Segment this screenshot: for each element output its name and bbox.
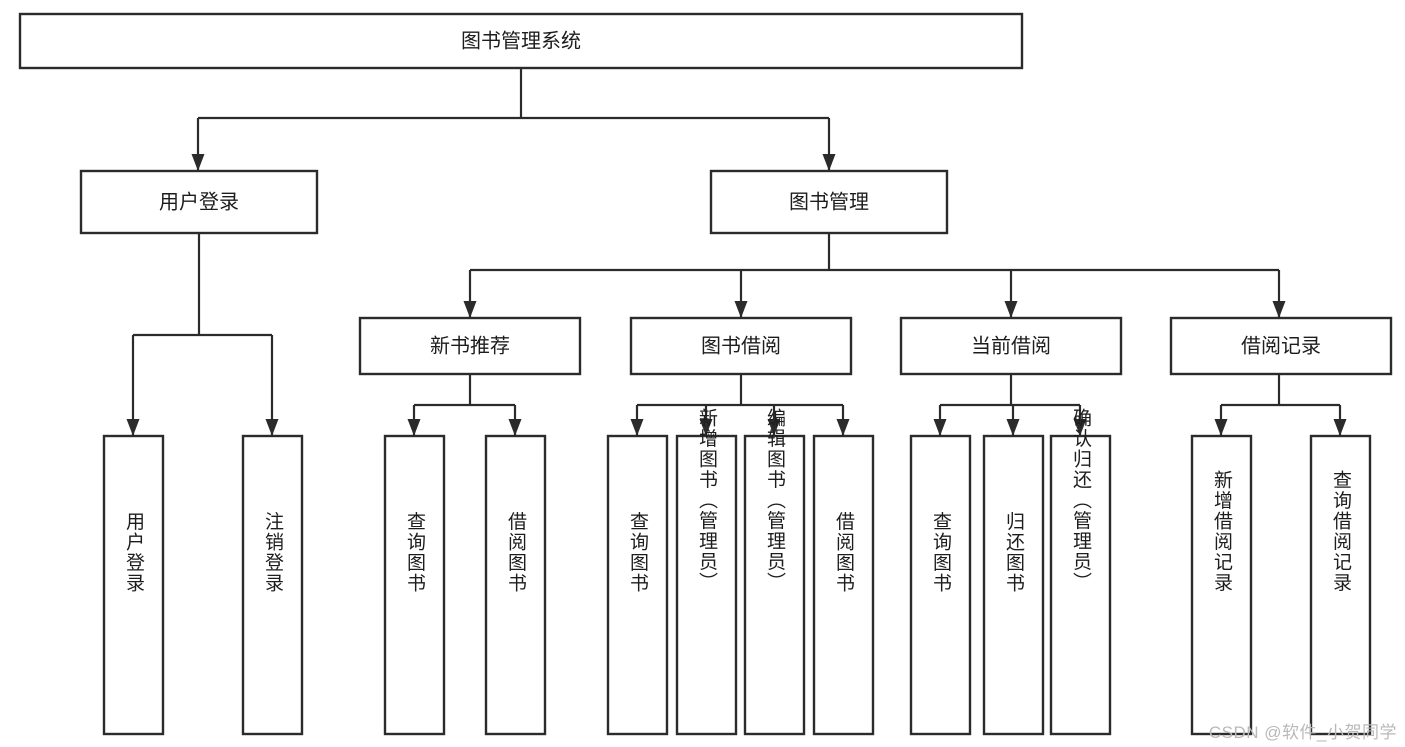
node-label: 借阅图书 — [833, 511, 855, 593]
node-label: 图书借阅 — [701, 334, 781, 357]
node-leaf-borrow-add[interactable]: 新增图书（管理员） — [675, 407, 738, 736]
node-label: 新增图书（管理员） — [696, 407, 718, 592]
node-label: 查询图书 — [404, 511, 426, 593]
connector-bookmanage-to-level2 — [463, 233, 1286, 318]
node-label: 当前借阅 — [971, 334, 1051, 357]
node-label: 编辑图书（管理员） — [764, 407, 786, 592]
node-leaf-borrow-edit[interactable]: 编辑图书（管理员） — [743, 407, 806, 736]
node-leaf-user-logout[interactable]: 注销登录 — [241, 434, 304, 736]
connector-root-to-level1 — [191, 68, 836, 171]
node-leaf-borrow-lend[interactable]: 借阅图书 — [812, 434, 875, 736]
node-label: 确认归还（管理员） — [1070, 407, 1092, 592]
node-label: 查询图书 — [930, 511, 952, 593]
node-leaf-current-return[interactable]: 归还图书 — [982, 434, 1045, 736]
node-label: 图书管理 — [789, 190, 869, 213]
node-leaf-borrow-query[interactable]: 查询图书 — [606, 434, 669, 736]
node-user-login[interactable]: 用户登录 — [79, 169, 319, 235]
node-label: 查询图书 — [627, 511, 649, 593]
node-label: 归还图书 — [1003, 511, 1025, 593]
node-book-manage[interactable]: 图书管理 — [709, 169, 949, 235]
node-root[interactable]: 图书管理系统 — [18, 12, 1024, 70]
node-label: 借阅记录 — [1241, 334, 1321, 357]
node-label: 借阅图书 — [505, 511, 527, 593]
node-borrow-record[interactable]: 借阅记录 — [1169, 316, 1393, 376]
csdn-watermark: CSDN @软件_小贺同学 — [1208, 723, 1397, 742]
connector-bookborrow-to-leaves — [630, 374, 850, 436]
connector-currentborrow-to-leaves — [933, 374, 1087, 436]
node-layer: 图书管理系统用户登录图书管理新书推荐图书借阅当前借阅借阅记录用户登录注销登录查询… — [18, 12, 1393, 736]
node-label: 新增借阅记录 — [1211, 470, 1233, 593]
node-book-borrow[interactable]: 图书借阅 — [629, 316, 853, 376]
node-current-borrow[interactable]: 当前借阅 — [899, 316, 1123, 376]
connector-newbookrec-to-leaves — [407, 374, 522, 436]
node-label: 查询借阅记录 — [1330, 470, 1352, 593]
connector-userlogin-to-leaves — [126, 233, 279, 436]
connector-layer — [126, 68, 1347, 436]
node-label: 用户登录 — [159, 190, 239, 213]
node-leaf-current-confirm[interactable]: 确认归还（管理员） — [1049, 407, 1112, 736]
node-label: 新书推荐 — [430, 334, 510, 357]
node-leaf-record-add[interactable]: 新增借阅记录 — [1190, 434, 1253, 736]
node-leaf-user-login[interactable]: 用户登录 — [102, 434, 165, 736]
node-label: 图书管理系统 — [461, 29, 581, 52]
node-label: 注销登录 — [262, 511, 284, 593]
node-leaf-record-query[interactable]: 查询借阅记录 — [1309, 434, 1372, 736]
node-leaf-rec-query[interactable]: 查询图书 — [383, 434, 446, 736]
node-new-book-rec[interactable]: 新书推荐 — [358, 316, 582, 376]
node-leaf-rec-borrow[interactable]: 借阅图书 — [484, 434, 547, 736]
connector-borrowrecord-to-leaves — [1214, 374, 1347, 436]
node-leaf-current-query[interactable]: 查询图书 — [909, 434, 972, 736]
node-label: 用户登录 — [123, 512, 145, 594]
